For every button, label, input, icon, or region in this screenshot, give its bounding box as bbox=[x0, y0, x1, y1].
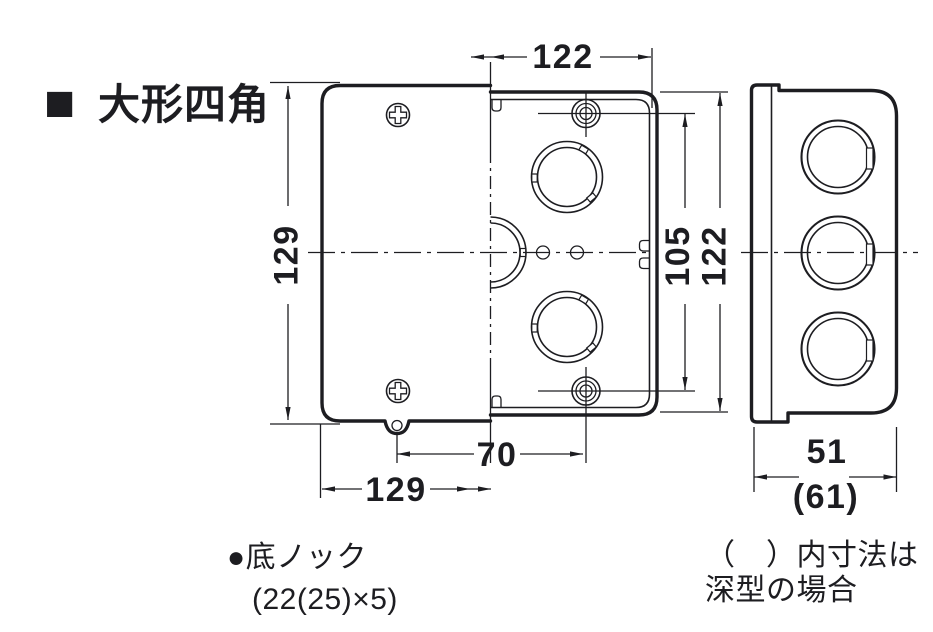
panel-outline bbox=[488, 90, 659, 417]
side-knockout-2 bbox=[800, 215, 876, 291]
knockout-circle-bottom bbox=[530, 290, 604, 364]
mounting-screw-bottom bbox=[385, 378, 411, 404]
title-square-marker: ■ bbox=[44, 74, 75, 132]
dim-depth-deep-value: (61) bbox=[793, 478, 859, 516]
note-bottom-knock-line1: ●底ノック bbox=[227, 541, 367, 574]
dim-depth: 51 (61) bbox=[753, 427, 898, 516]
knockout-circle-top bbox=[530, 140, 604, 214]
dim-screw-pitch: 105 bbox=[659, 114, 697, 390]
panel-inner-wall bbox=[490, 98, 651, 409]
bottom-notch-hole bbox=[391, 419, 403, 432]
clip-tab-right-lower bbox=[638, 257, 650, 270]
dim-body-height: 122 bbox=[660, 91, 734, 413]
side-view bbox=[749, 83, 899, 424]
cover-outline bbox=[320, 83, 493, 436]
front-view-cover bbox=[320, 83, 493, 436]
note-parenthesis: （ ）内寸法は 深型の場合 bbox=[705, 539, 919, 607]
dim-bottom-offset-value: 70 bbox=[477, 436, 518, 474]
note-parenthesis-line2: 深型の場合 bbox=[705, 574, 858, 607]
side-outline bbox=[749, 83, 899, 424]
title-block: ■ 大形四角 bbox=[44, 74, 270, 132]
dim-left-height-value: 129 bbox=[268, 224, 306, 285]
note-parenthesis-line1: （ ）内寸法は bbox=[705, 539, 919, 572]
screw-boss-top bbox=[538, 93, 695, 137]
side-knockout-1 bbox=[800, 119, 876, 195]
dim-top-width-value: 122 bbox=[532, 38, 593, 76]
note-bottom-knock: ●底ノック (22(25)×5) bbox=[227, 541, 398, 616]
clip-tab-right-upper bbox=[638, 239, 650, 252]
dim-screw-pitch-value: 105 bbox=[659, 225, 697, 286]
dim-bottom-width: 129 bbox=[319, 424, 491, 509]
screw-boss-bottom bbox=[538, 367, 695, 463]
dim-depth-value: 51 bbox=[807, 433, 848, 471]
page-title: 大形四角 bbox=[98, 81, 270, 128]
dim-bottom-offset: 70 bbox=[396, 434, 583, 474]
dim-body-height-value: 122 bbox=[696, 225, 734, 286]
dim-bottom-width-value: 129 bbox=[365, 471, 426, 509]
note-bottom-knock-line2: (22(25)×5) bbox=[252, 583, 398, 616]
dim-left-height: 129 bbox=[268, 81, 340, 425]
clip-tab-top-left bbox=[491, 99, 502, 112]
side-knockout-3 bbox=[800, 311, 876, 387]
clip-tab-bottom-left bbox=[491, 395, 502, 408]
mounting-screw-top bbox=[385, 102, 411, 128]
dim-top-width: 122 bbox=[471, 38, 653, 108]
